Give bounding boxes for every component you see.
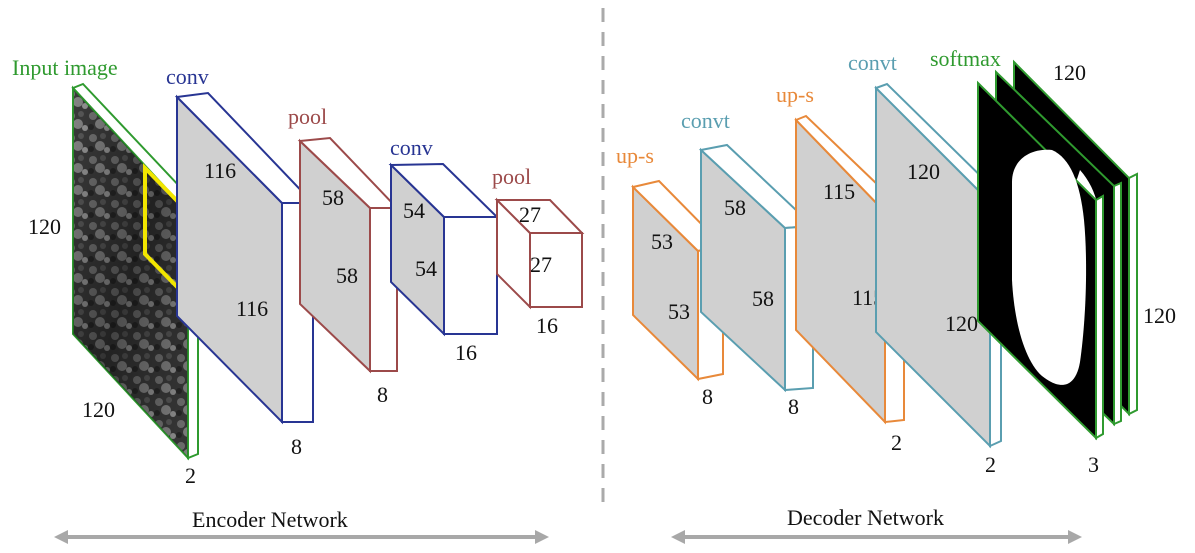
convt2-dim-b: 120 <box>945 311 978 336</box>
upsample1-dim-b: 53 <box>668 299 690 324</box>
conv1-dim-a: 116 <box>204 158 236 183</box>
conv2-dim-b: 54 <box>415 256 437 281</box>
upsample2-label: up-s <box>776 82 814 107</box>
convt2-dim-a: 120 <box>907 159 940 184</box>
softmax-height-label: 120 <box>1143 303 1176 328</box>
input-width-label: 120 <box>82 397 115 422</box>
conv2-front <box>443 216 498 335</box>
pool1-dim-b: 58 <box>336 263 358 288</box>
pool2-front <box>529 232 583 308</box>
conv1-depth: 8 <box>291 434 302 459</box>
convt1-depth: 8 <box>788 394 799 419</box>
conv2-dim-a: 54 <box>403 198 425 223</box>
pool2-dim-a: 27 <box>519 202 541 227</box>
input-depth-label: 2 <box>185 463 196 488</box>
conv1-label: conv <box>166 64 209 89</box>
decoder-section-label: Decoder Network <box>787 505 944 530</box>
conv2-depth: 16 <box>455 340 477 365</box>
pool1-block <box>297 136 400 374</box>
softmax-stack <box>977 59 1138 441</box>
input-image-shading <box>73 88 188 458</box>
conv1-dim-b: 116 <box>236 296 268 321</box>
segmentation-mask <box>1012 149 1087 385</box>
pool2-block <box>494 197 585 310</box>
convt2-label: convt <box>848 50 897 75</box>
upsample1-label: up-s <box>616 143 654 168</box>
softmax-width-label: 120 <box>1053 60 1086 85</box>
upsample2-depth: 2 <box>891 430 902 455</box>
encoder-section-label: Encoder Network <box>192 507 348 532</box>
conv2-block <box>388 162 500 337</box>
upsample1-dim-a: 53 <box>651 229 673 254</box>
input-height-label: 120 <box>28 214 61 239</box>
upsample2-dim-a: 115 <box>823 179 855 204</box>
softmax-channel-1 <box>977 80 1104 441</box>
pool1-depth: 8 <box>377 382 388 407</box>
pool2-label: pool <box>492 164 531 189</box>
convt1-dim-a: 58 <box>724 195 746 220</box>
conv2-label: conv <box>390 135 433 160</box>
encoder-span-arrow <box>54 530 549 544</box>
pool2-dim-b: 27 <box>530 252 552 277</box>
softmax-label: softmax <box>930 46 1001 71</box>
input-image-label: Input image <box>12 55 118 80</box>
pool1-dim-a: 58 <box>322 185 344 210</box>
convt1-label: convt <box>681 108 730 133</box>
pool2-depth: 16 <box>536 313 558 338</box>
decoder-span-arrow <box>671 530 1082 544</box>
convt1-dim-b: 58 <box>752 286 774 311</box>
convt2-depth: 2 <box>985 452 996 477</box>
convt2-block <box>874 82 1003 449</box>
input-image-block <box>71 82 200 461</box>
upsample1-depth: 8 <box>702 384 713 409</box>
conv1-block <box>174 91 316 425</box>
pool1-label: pool <box>288 104 327 129</box>
softmax-depth-label: 3 <box>1088 452 1099 477</box>
